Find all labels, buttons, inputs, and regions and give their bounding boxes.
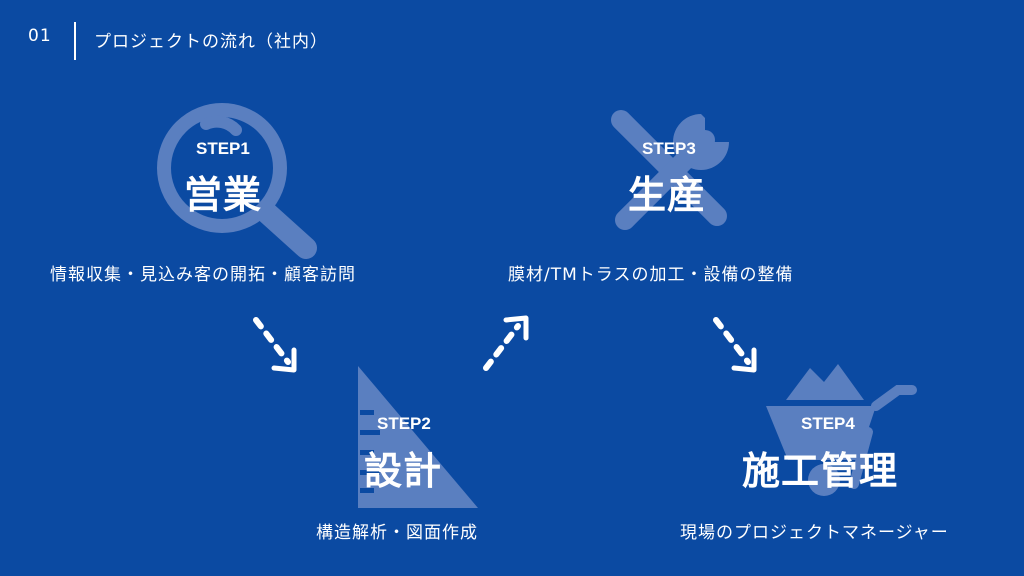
arrow-step3-to-step4	[713, 317, 757, 373]
page-number: 01	[28, 26, 52, 46]
triangle-ruler-icon	[358, 366, 478, 508]
step4-description: 現場のプロジェクトマネージャー	[680, 523, 949, 543]
step1-name: 営業	[184, 173, 263, 217]
header-divider	[74, 22, 76, 60]
step3-number: STEP3	[642, 139, 696, 158]
tools-icon	[611, 110, 729, 230]
arrow-step2-to-step3	[483, 315, 529, 371]
wheelbarrow-icon	[766, 364, 917, 496]
step4-number: STEP4	[801, 414, 855, 433]
arrow-step1-to-step2	[253, 317, 297, 373]
search-icon	[157, 103, 317, 259]
step2-description: 構造解析・図面作成	[316, 523, 478, 543]
step1-description: 情報収集・見込み客の開拓・顧客訪問	[50, 265, 356, 285]
step4-name: 施工管理	[742, 449, 899, 493]
step1-number: STEP1	[196, 139, 250, 158]
step3-name: 生産	[628, 173, 707, 217]
step2-number: STEP2	[377, 414, 431, 433]
slide-title: プロジェクトの流れ（社内）	[94, 32, 328, 52]
step3-description: 膜材/TMトラスの加工・設備の整備	[508, 265, 794, 285]
step2-name: 設計	[364, 449, 443, 493]
